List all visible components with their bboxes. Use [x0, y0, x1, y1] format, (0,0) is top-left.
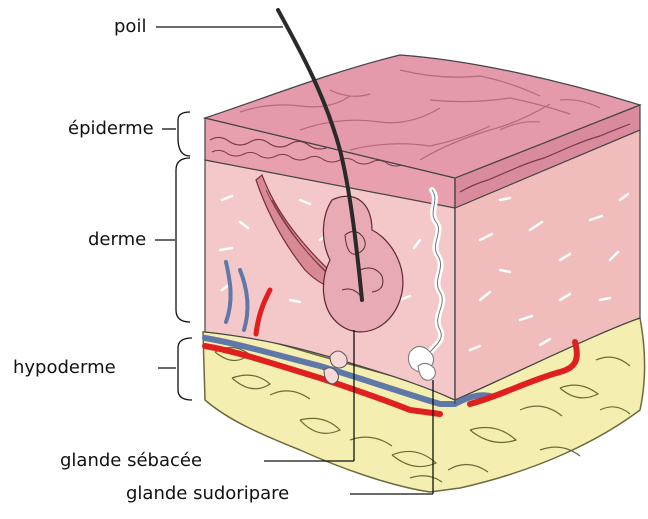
label-epiderme: épiderme [68, 119, 154, 139]
label-derme: derme [88, 230, 146, 250]
label-hypoderme: hypoderme [13, 358, 116, 378]
label-glande-sebacee: glande sébacée [60, 451, 202, 471]
label-glande-sudoripare: glande sudoripare [126, 484, 289, 504]
label-poil: poil [114, 17, 146, 37]
